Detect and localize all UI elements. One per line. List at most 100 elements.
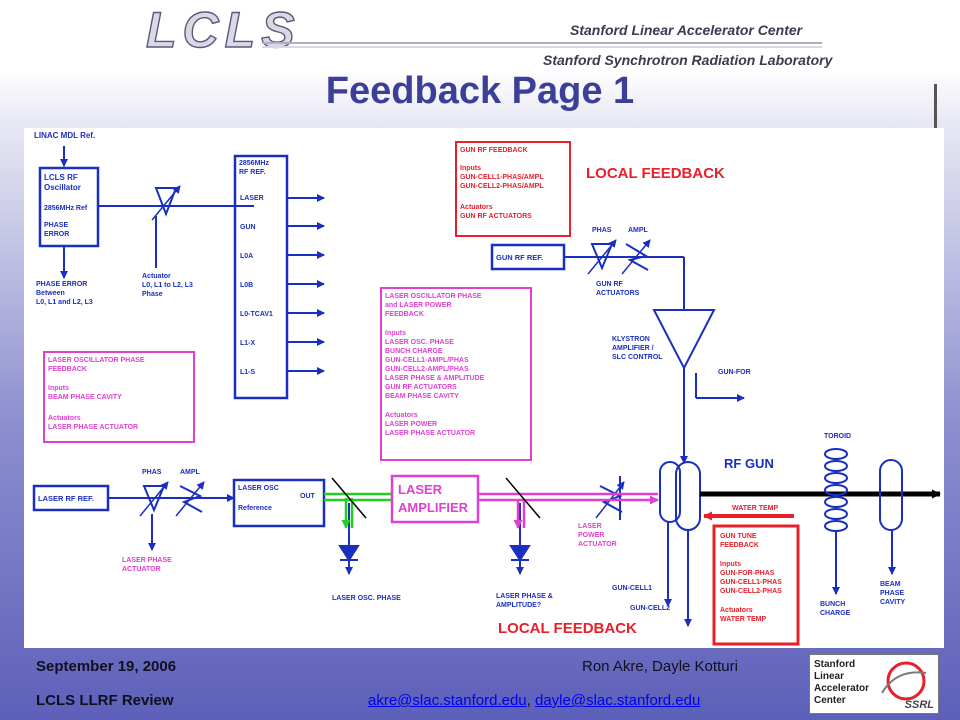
lof-mid-line-10: GUN RF ACTUATORS	[385, 384, 457, 391]
rf-ref-item-laser: LASER	[240, 195, 264, 202]
lcls-logo: LCLS	[145, 1, 301, 58]
actuator-label-3: Phase	[142, 291, 163, 298]
toroid-label: TOROID	[824, 433, 851, 440]
gun-phas-label: PHAS	[592, 227, 612, 234]
rf-ref-item-l0b: L0B	[240, 282, 253, 289]
phase-error-between-2: Between	[36, 290, 65, 297]
lof-mid-line-1: and LASER POWER	[385, 302, 452, 309]
laser-phase-actuator-1: LASER PHASE	[122, 557, 172, 564]
lof-mid-line-15: LASER PHASE ACTUATOR	[385, 430, 475, 437]
lof-left-line-6: Actuators	[48, 415, 81, 422]
slac-logo-line-4: Center	[814, 695, 846, 706]
gun-rf-feedback-text: GUN RF FEEDBACK Inputs GUN-CELL1-PHAS/AM…	[460, 147, 544, 220]
bunch-charge-1: BUNCH	[820, 601, 845, 608]
lof-left-line-1: FEEDBACK	[48, 366, 87, 373]
rf-osc-title-1: LCLS RF	[44, 173, 78, 182]
phase-error-1: PHASE	[44, 222, 68, 229]
institution-slac: Stanford Linear Accelerator Center	[570, 22, 803, 38]
actuator-label-1: Actuator	[142, 273, 171, 280]
rf-ref-item-l1-s: L1-S	[240, 369, 256, 376]
phase-error-between-1: PHASE ERROR	[36, 281, 87, 288]
gun-rf-fb-line-2: Inputs	[460, 165, 481, 172]
ssrl-logo-text: SSRL	[904, 699, 934, 711]
gtf-line-8: Actuators	[720, 607, 753, 614]
toroid-group	[824, 448, 903, 595]
gun-rf-actuators-1: GUN RF	[596, 281, 624, 288]
institution-ssrl: Stanford Synchrotron Radiation Laborator…	[543, 52, 833, 68]
phase-error-2: ERROR	[44, 231, 69, 238]
footer-event: LCLS LLRF Review	[36, 692, 174, 709]
laser-osc-phase-feedback-box	[43, 351, 195, 443]
actuator-label-2: L0, L1 to L2, L3	[142, 282, 193, 289]
lof-mid-line-13: Actuators	[385, 412, 418, 419]
gun-rf-fb-line-3: GUN-CELL1-PHAS/AMPL	[460, 174, 544, 181]
gtf-line-9: WATER TEMP	[720, 616, 766, 623]
slac-logo-line-2: Linear	[814, 671, 845, 682]
lof-mid-line-6: BUNCH CHARGE	[385, 348, 443, 355]
local-feedback-bottom: LOCAL FEEDBACK	[498, 620, 637, 637]
footer-date: September 19, 2006	[36, 658, 177, 675]
gun-rf-fb-line-6: Actuators	[460, 204, 493, 211]
gun-rf-fb-line-0: GUN RF FEEDBACK	[460, 147, 528, 154]
gtf-line-6: GUN-CELL2-PHAS	[720, 588, 782, 595]
bunch-charge-2: CHARGE	[820, 610, 851, 617]
laser-osc-phase-label: LASER OSC. PHASE	[332, 595, 401, 602]
laser-osc-label: LASER OSC	[238, 485, 279, 492]
laser-amplifier-label-1: LASER	[398, 482, 443, 497]
email-separator: ,	[526, 692, 535, 709]
rf-oscillator-group	[38, 146, 254, 279]
laser-power-actuator-3: ACTUATOR	[578, 541, 617, 548]
local-feedback-top: LOCAL FEEDBACK	[586, 165, 725, 182]
rf-ref-item-l0a: L0A	[240, 253, 253, 260]
gun-cell1-label: GUN-CELL1	[612, 585, 652, 592]
gtf-line-5: GUN-CELL1-PHAS	[720, 579, 782, 586]
rf-ref-distribution	[233, 154, 325, 400]
lof-mid-line-2: FEEDBACK	[385, 311, 424, 318]
water-temp-label: WATER TEMP	[732, 505, 778, 512]
slac-logo-text: Stanford Linear Accelerator Center	[814, 659, 869, 707]
rf-gun-group	[659, 461, 701, 627]
feedback-diagram: LOCAL FEEDBACK LOCAL FEEDBACK LINAC MDL …	[24, 128, 944, 648]
lof-left-line-3: Inputs	[48, 385, 69, 392]
klystron-label-3: SLC CONTROL	[612, 354, 663, 361]
lof-mid-line-8: GUN-CELL2-AMPL/PHAS	[385, 366, 469, 373]
slac-logo-line-3: Accelerator	[814, 683, 870, 694]
email-link-akre[interactable]: akre@slac.stanford.edu	[368, 692, 527, 709]
email-link-dayle[interactable]: dayle@slac.stanford.edu	[535, 692, 701, 709]
lof-mid-line-0: LASER OSCILLATOR PHASE	[385, 293, 482, 300]
gtf-line-1: FEEDBACK	[720, 542, 759, 549]
rf-ref-title-1: 2856MHz	[239, 160, 269, 167]
klystron-label-1: KLYSTRON	[612, 336, 650, 343]
ssrl-ring-icon	[881, 661, 927, 701]
laser-rf-ref-label: LASER RF REF.	[38, 494, 94, 503]
lof-mid-line-9: LASER PHASE & AMPLITUDE	[385, 375, 485, 382]
gun-rf-fb-line-7: GUN RF ACTUATORS	[460, 213, 532, 220]
gun-rf-ref-label: GUN RF REF.	[496, 253, 543, 262]
laser-phase-amp-2: AMPLITUDE?	[496, 602, 541, 609]
slac-logo-line-1: Stanford	[814, 659, 856, 670]
rf-osc-ref: 2856MHz Ref	[44, 205, 88, 212]
lof-left-line-7: LASER PHASE ACTUATOR	[48, 424, 138, 431]
header-rule-2	[262, 46, 822, 48]
gun-rf-actuators-2: ACTUATORS	[596, 290, 640, 297]
header-rule-1	[262, 42, 822, 44]
klystron-label-2: AMPLIFIER /	[612, 345, 654, 352]
laser-phase-actuator-2: ACTUATOR	[122, 566, 161, 573]
lof-mid-line-5: LASER OSC. PHASE	[385, 339, 454, 346]
rf-ref-title-2: RF REF.	[239, 169, 266, 176]
gtf-line-4: GUN-FOR-PHAS	[720, 570, 775, 577]
lof-mid-line-11: BEAM PHASE CAVITY	[385, 393, 459, 400]
laser-osc-power-feedback-box	[380, 287, 532, 461]
slac-ssrl-logo: Stanford Linear Accelerator Center SSRL	[809, 654, 939, 714]
slide-header: LCLS Stanford Linear Accelerator Center …	[0, 0, 960, 70]
laser-osc-phase-feedback-text: LASER OSCILLATOR PHASE FEEDBACK Inputs B…	[48, 357, 145, 431]
lof-mid-line-7: GUN-CELL1-AMPL/PHAS	[385, 357, 469, 364]
gtf-line-0: GUN TUNE	[720, 533, 757, 540]
beam-phase-cavity-2: PHASE	[880, 590, 904, 597]
title-divider	[934, 84, 937, 128]
lof-left-line-0: LASER OSCILLATOR PHASE	[48, 357, 145, 364]
gtf-line-3: Inputs	[720, 561, 741, 568]
lof-mid-line-14: LASER POWER	[385, 421, 437, 428]
rf-ref-item-gun: GUN	[240, 224, 256, 231]
laser-osc-reference: Reference	[238, 505, 272, 512]
